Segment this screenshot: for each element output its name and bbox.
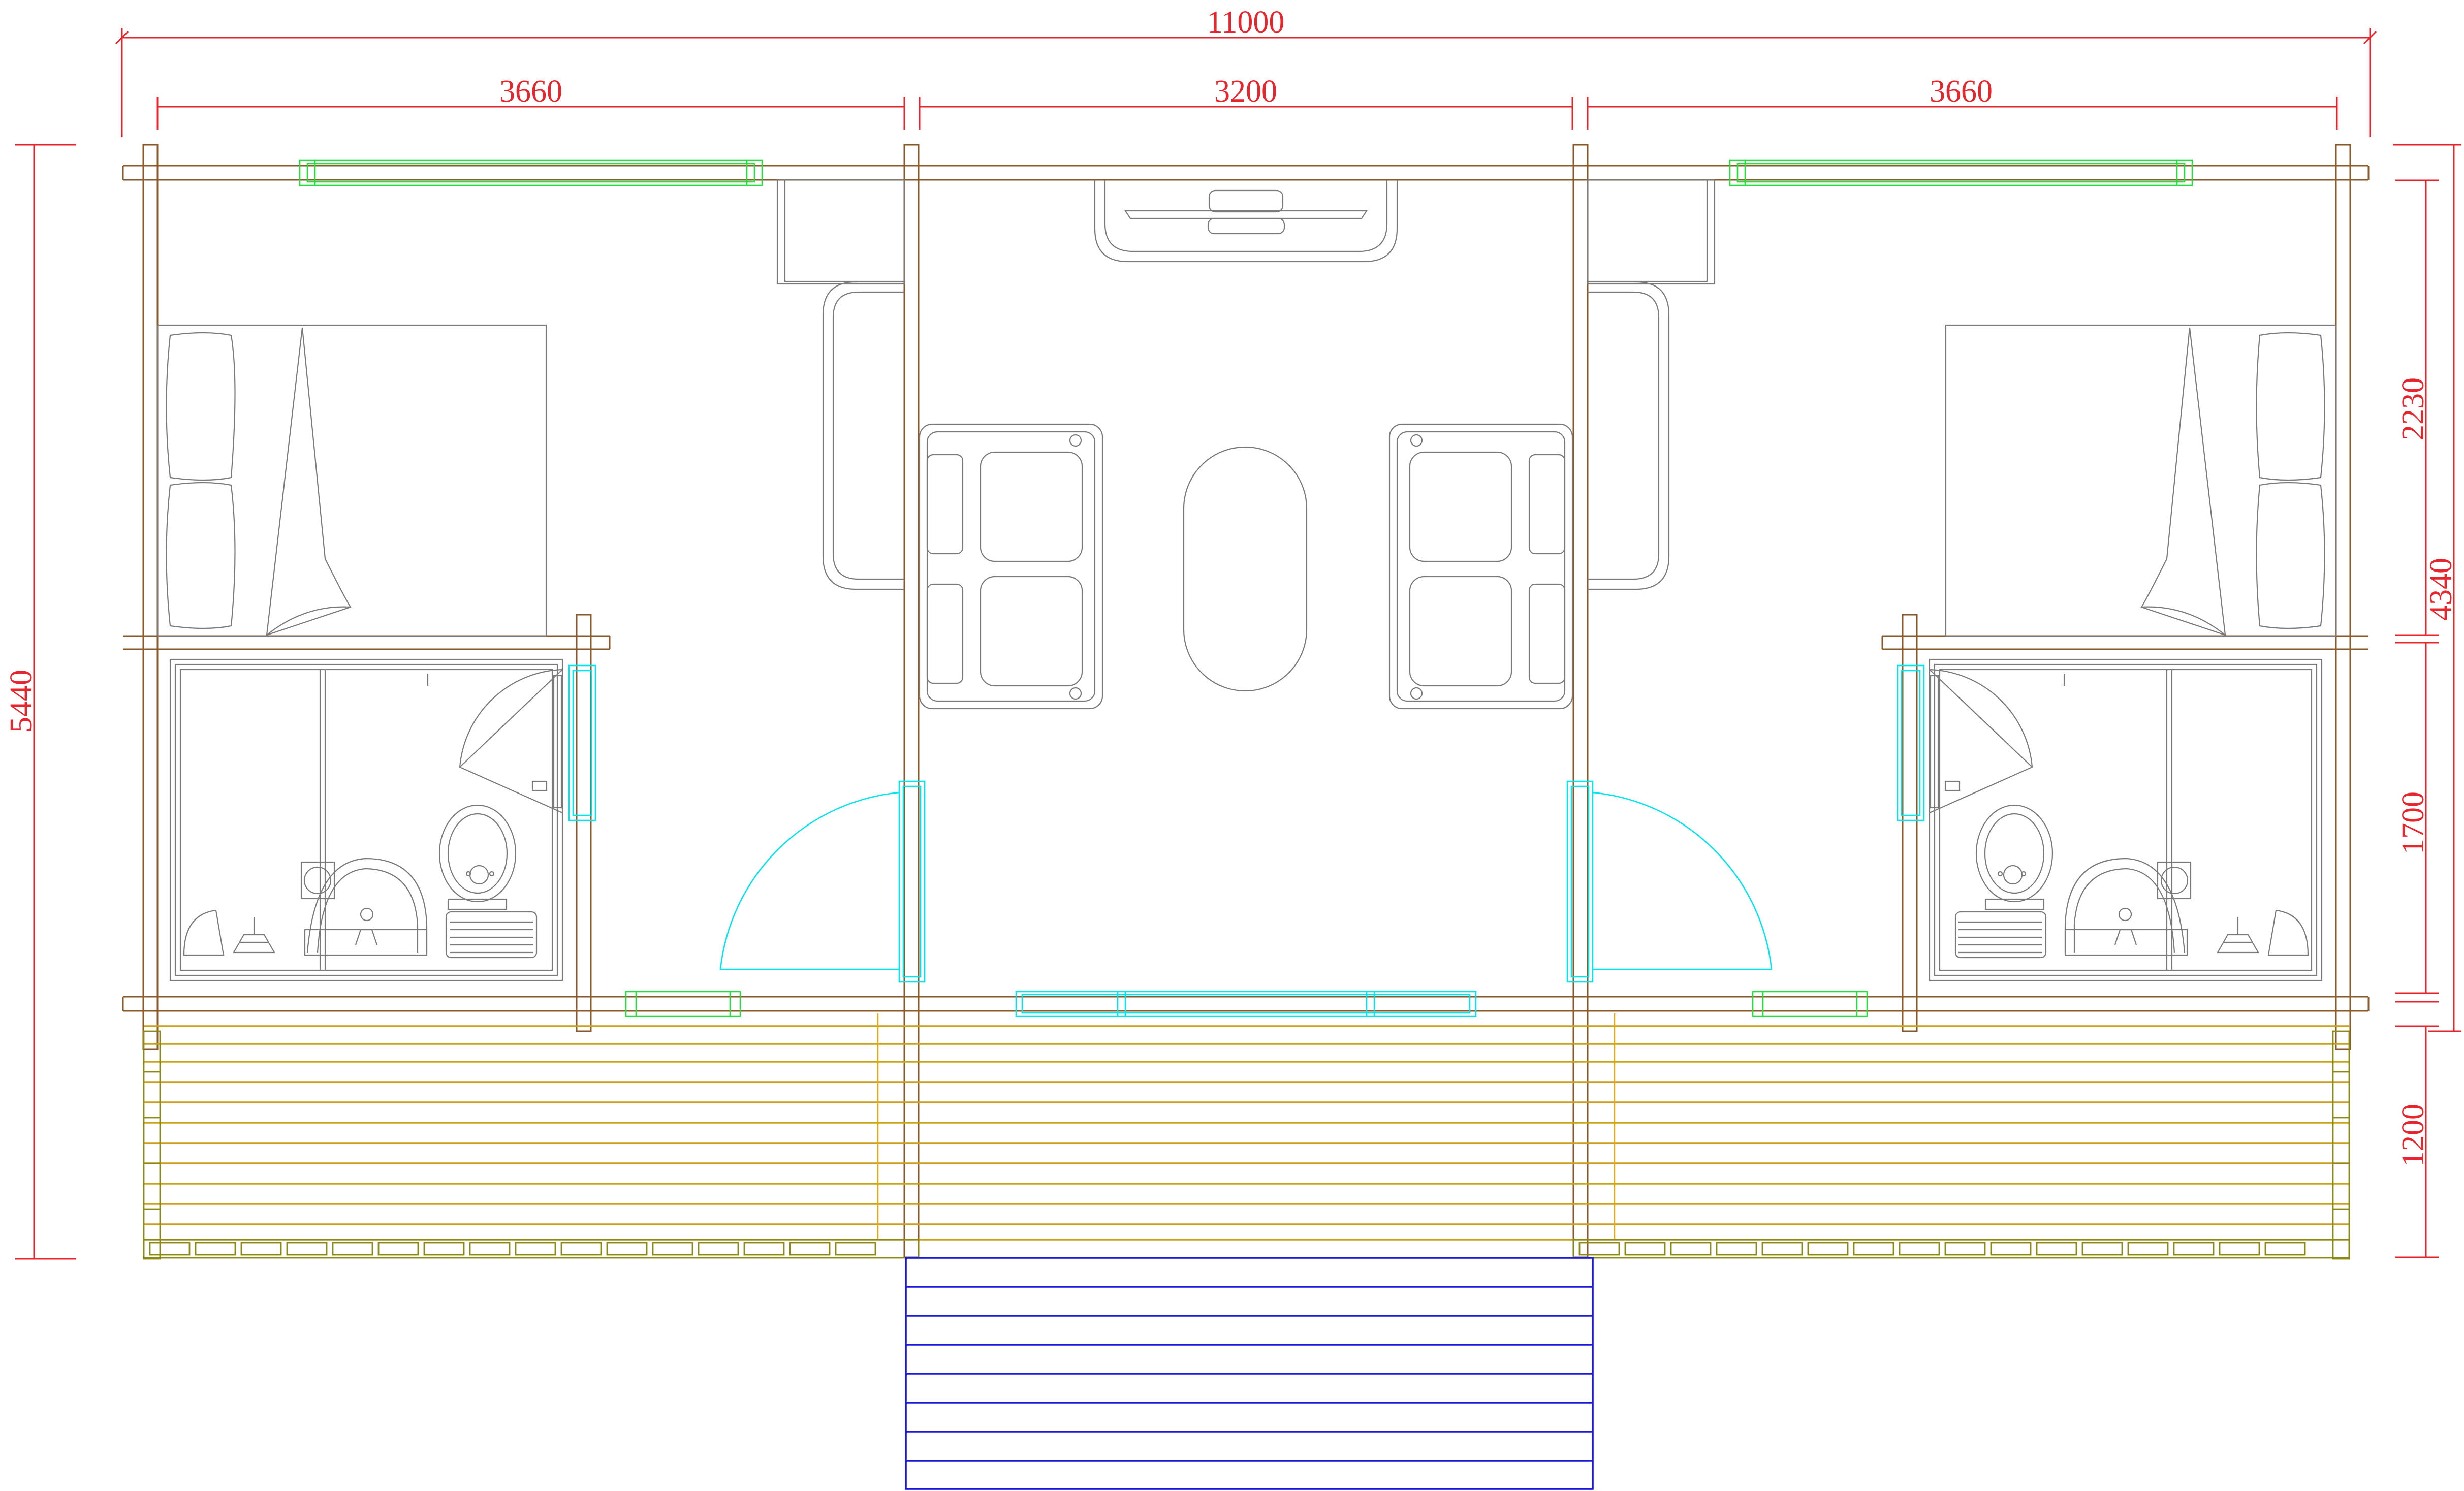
left-bed <box>156 324 547 637</box>
deck-rail-block <box>606 1242 648 1256</box>
deck-rail-block <box>423 1242 465 1256</box>
deck-rail-block <box>332 1242 373 1256</box>
deck-rail-block <box>1899 1242 1940 1256</box>
right-bedroom <box>1587 179 2337 637</box>
right-bench <box>1388 423 1573 710</box>
dining-table <box>1183 446 1308 692</box>
left-bedroom <box>156 179 905 637</box>
deck-rail-block <box>2036 1242 2077 1256</box>
left-pillow-bottom-icon <box>166 482 236 629</box>
left-bathroom <box>169 658 563 981</box>
left-sofa <box>822 281 904 590</box>
right-washbasin-icon <box>2064 858 2192 956</box>
deck-rail-block <box>195 1242 236 1256</box>
right-pillow-top-icon <box>2256 332 2325 481</box>
deck-rail-block <box>1761 1242 1803 1256</box>
left-wardrobe <box>776 179 905 285</box>
deck-rail-block <box>2219 1242 2260 1256</box>
right-wardrobe <box>1587 179 1716 285</box>
deck-rail-block <box>1990 1242 2032 1256</box>
deck-rail-block <box>1944 1242 1986 1256</box>
deck-rail-block <box>652 1242 693 1256</box>
deck-rail-block <box>560 1242 602 1256</box>
tv-cabinet <box>1094 180 1398 263</box>
entry-stairs <box>905 1257 1594 1490</box>
left-bench <box>919 423 1103 710</box>
right-sofa <box>1588 281 1670 590</box>
left-washbasin-icon <box>300 858 428 956</box>
deck-rail-block <box>789 1242 831 1256</box>
deck-rail-block <box>240 1242 282 1256</box>
right-room-width-label: 3660 <box>1930 74 1993 109</box>
deck-rail-block <box>2127 1242 2169 1256</box>
deck-rail-block <box>377 1242 419 1256</box>
right-bed <box>1945 324 2337 637</box>
tv-icon <box>1124 210 1368 219</box>
deck-rail-block <box>469 1242 511 1256</box>
right-toilet-icon <box>1954 804 2054 959</box>
left-room-width-label: 3660 <box>499 74 562 109</box>
deck-rail-block <box>698 1242 739 1256</box>
doors <box>568 664 1925 1017</box>
deck-rail-block <box>835 1242 876 1256</box>
deck-rail-block <box>515 1242 556 1256</box>
windows <box>299 159 2193 1017</box>
left-pillow-top-icon <box>166 332 236 481</box>
room-depth-label: 4340 <box>2424 558 2458 621</box>
center-living <box>919 180 1573 710</box>
right-shower-tap-icon <box>2217 934 2259 954</box>
deck-rail-block <box>2081 1242 2123 1256</box>
deck-rail-block <box>149 1242 191 1256</box>
deck-rail-block <box>743 1242 785 1256</box>
bathroom-depth-label: 1700 <box>2396 791 2430 854</box>
left-toilet-icon <box>438 804 538 959</box>
deck-rail-block <box>2173 1242 2215 1256</box>
right-pillow-bottom-icon <box>2256 482 2325 629</box>
deck-rail-block <box>1624 1242 1666 1256</box>
deck-rail-block <box>1807 1242 1849 1256</box>
overall-depth-label: 5440 <box>4 670 39 733</box>
deck-rail-block <box>1716 1242 1757 1256</box>
deck-rail-block <box>2264 1242 2306 1256</box>
deck-depth-label: 1200 <box>2396 1104 2430 1167</box>
overall-width-label: 11000 <box>1207 5 1285 40</box>
dimensions: 11000 3660 3200 3660 5440 2230 1700 1200 <box>4 5 2461 1260</box>
deck-rail-block <box>1853 1242 1894 1256</box>
center-width-label: 3200 <box>1214 74 1277 109</box>
walls <box>122 144 2370 1258</box>
left-shower-tap-icon <box>233 934 275 954</box>
deck <box>143 1013 2350 1260</box>
bedroom-depth-label: 2230 <box>2396 377 2430 440</box>
deck-rail-block <box>1670 1242 1712 1256</box>
right-bathroom <box>1929 658 2323 981</box>
deck-rail-block <box>1578 1242 1620 1256</box>
deck-rail-block <box>286 1242 328 1256</box>
